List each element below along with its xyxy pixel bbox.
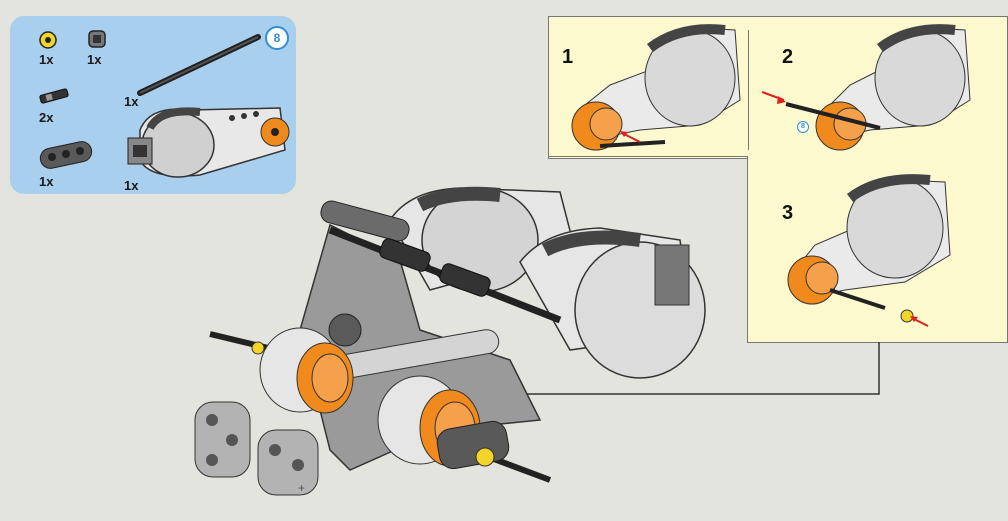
yellow-bush-part (39, 31, 57, 49)
main-motor-front (519, 227, 706, 379)
right-motor-hub (377, 375, 510, 470)
panel-divider (748, 30, 749, 150)
beam-3-part (39, 141, 93, 169)
step-3-motor (787, 174, 951, 327)
gray-bush-part (88, 30, 106, 48)
servo-motor-part (127, 107, 290, 178)
axle-length-badge: 8 (797, 121, 809, 133)
quantity-label: 1x (39, 52, 54, 67)
step-number: 1 (562, 46, 574, 68)
quantity-label: 1x (39, 174, 54, 189)
front-gray-beams: + (194, 401, 319, 496)
step-2-motor (761, 24, 971, 151)
axle-pin-part (39, 88, 69, 104)
step-1-motor (571, 24, 741, 151)
quantity-label: 2x (39, 110, 54, 125)
quantity-label: 1x (124, 94, 139, 109)
quantity-label: 1x (124, 178, 139, 193)
axle-length-badge: 8 (265, 26, 289, 50)
callout-connector-line (516, 342, 880, 395)
panel-divider (548, 156, 748, 157)
step-number: 3 (782, 202, 794, 224)
left-motor-hub (251, 327, 354, 414)
axle-8-part (137, 34, 261, 96)
step-number: 2 (782, 46, 794, 68)
quantity-label: 1x (87, 52, 102, 67)
svg-text:+: + (298, 481, 305, 495)
